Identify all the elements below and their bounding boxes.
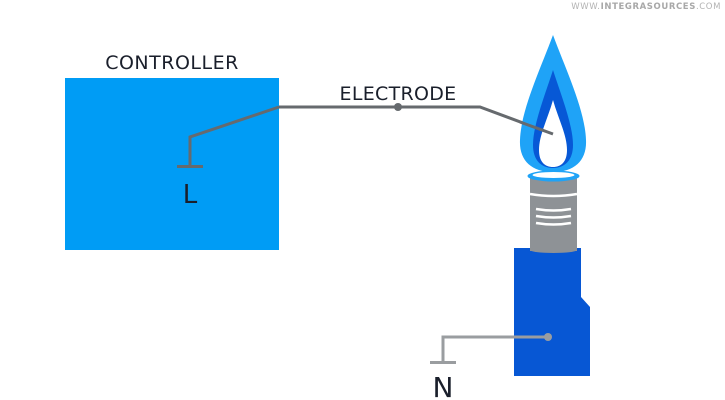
watermark-brand: INTEGRASOURCES	[601, 2, 696, 12]
electrode-tip	[519, 120, 554, 136]
neutral-terminal-label: N	[433, 371, 454, 400]
watermark: WWW.INTEGRASOURCES.COM	[571, 2, 721, 12]
neck-thread	[535, 214, 572, 219]
neutral-wire	[441, 335, 548, 361]
watermark-suffix: .COM	[696, 2, 721, 12]
neutral-junction-dot	[544, 333, 552, 341]
line-wire	[188, 105, 280, 165]
line-terminal-label: L	[183, 180, 198, 210]
neck-thread	[535, 221, 572, 226]
electrode-label: ELECTRODE	[340, 83, 457, 105]
neck-ring	[529, 192, 578, 198]
burner-neck	[530, 178, 577, 251]
electrode-junction-dot	[394, 103, 402, 111]
controller-box	[65, 78, 279, 250]
watermark-prefix: WWW.	[571, 2, 600, 12]
neck-thread	[535, 207, 572, 212]
controller-label: CONTROLLER	[105, 52, 239, 74]
burner-body	[514, 248, 590, 376]
electrode-wire	[279, 105, 551, 135]
